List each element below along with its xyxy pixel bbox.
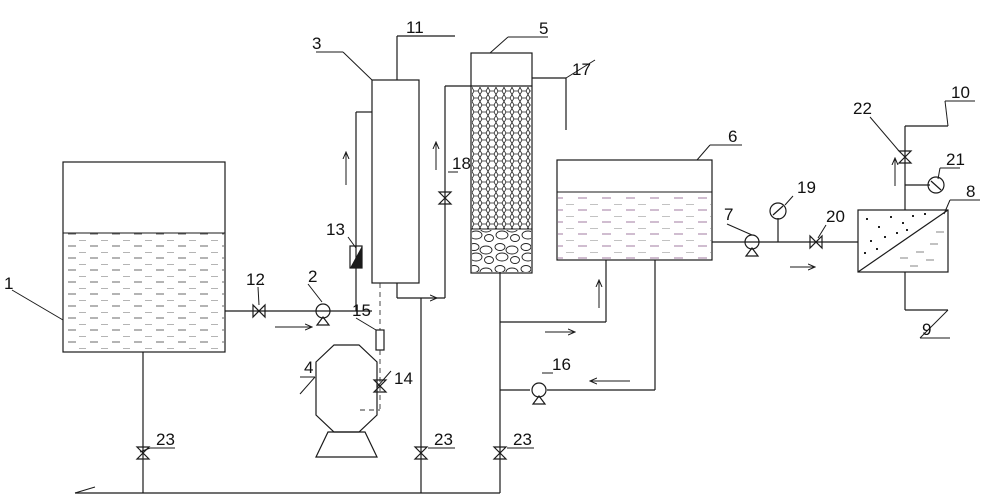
recirculation-pump-icon[interactable] (531, 382, 547, 405)
gas-valve-icon[interactable] (372, 379, 388, 393)
label-feed-valve: 12 (246, 270, 265, 289)
drain-valve-icon[interactable] (492, 446, 508, 460)
leader-lines (11, 35, 980, 453)
label-flowmeter: 13 (326, 220, 345, 239)
permeate-line (895, 125, 948, 210)
permeate-valve-icon[interactable] (897, 150, 913, 164)
label-biofilter: 5 (539, 19, 548, 38)
label-ozone-generator: 4 (304, 358, 313, 377)
label-tank: 1 (4, 274, 13, 293)
drain-lines (74, 272, 501, 494)
concentrate-line (904, 272, 948, 311)
membrane-pump-icon[interactable] (744, 234, 760, 257)
label-biofilter-outlet: 17 (572, 60, 591, 79)
biofilter-outlet (500, 260, 607, 332)
permeate-gauge-icon (927, 176, 945, 194)
label-column-valve: 18 (452, 154, 471, 173)
label-drain-valve: 23 (156, 430, 175, 449)
label-gas-valve: 14 (394, 369, 413, 388)
label-gas-flowmeter: 15 (352, 301, 371, 320)
membrane-feed-line (712, 218, 858, 267)
label-intermediate-tank: 6 (728, 127, 737, 146)
label-pressure-gauge: 19 (797, 178, 816, 197)
feed-valve-icon[interactable] (252, 303, 266, 319)
label-recirculation-pump: 16 (552, 355, 571, 374)
pressure-gauge-icon (769, 202, 787, 220)
raw-water-tank (62, 161, 226, 353)
label-permeate: 10 (951, 83, 970, 102)
label-membrane-pump: 7 (724, 205, 733, 224)
recirculation-line (500, 260, 656, 391)
gas-line (360, 283, 385, 411)
column-valve-icon[interactable] (437, 191, 453, 205)
feed-line (225, 111, 372, 327)
drain-valve-icon[interactable] (135, 446, 151, 460)
label-drain-valve: 23 (513, 430, 532, 449)
flowmeter-icon (349, 245, 363, 269)
label-feed-pump: 2 (308, 267, 317, 286)
label-inlet-valve: 20 (826, 207, 845, 226)
membrane-unit (857, 209, 949, 273)
label-membrane: 8 (966, 182, 975, 201)
intermediate-tank (556, 159, 713, 261)
label-concentrate: 9 (922, 320, 931, 339)
biofilter-column (470, 52, 567, 274)
label-column: 3 (312, 34, 321, 53)
label-drain-valve: 23 (434, 430, 453, 449)
feed-pump-icon[interactable] (315, 303, 331, 326)
drain-valve-icon[interactable] (413, 446, 429, 460)
label-permeate-valve: 22 (853, 99, 872, 118)
inlet-valve-icon[interactable] (809, 234, 823, 250)
label-permeate-gauge: 21 (946, 150, 965, 169)
ozone-generator (315, 344, 378, 458)
label-gas-outlet: 11 (406, 18, 424, 37)
